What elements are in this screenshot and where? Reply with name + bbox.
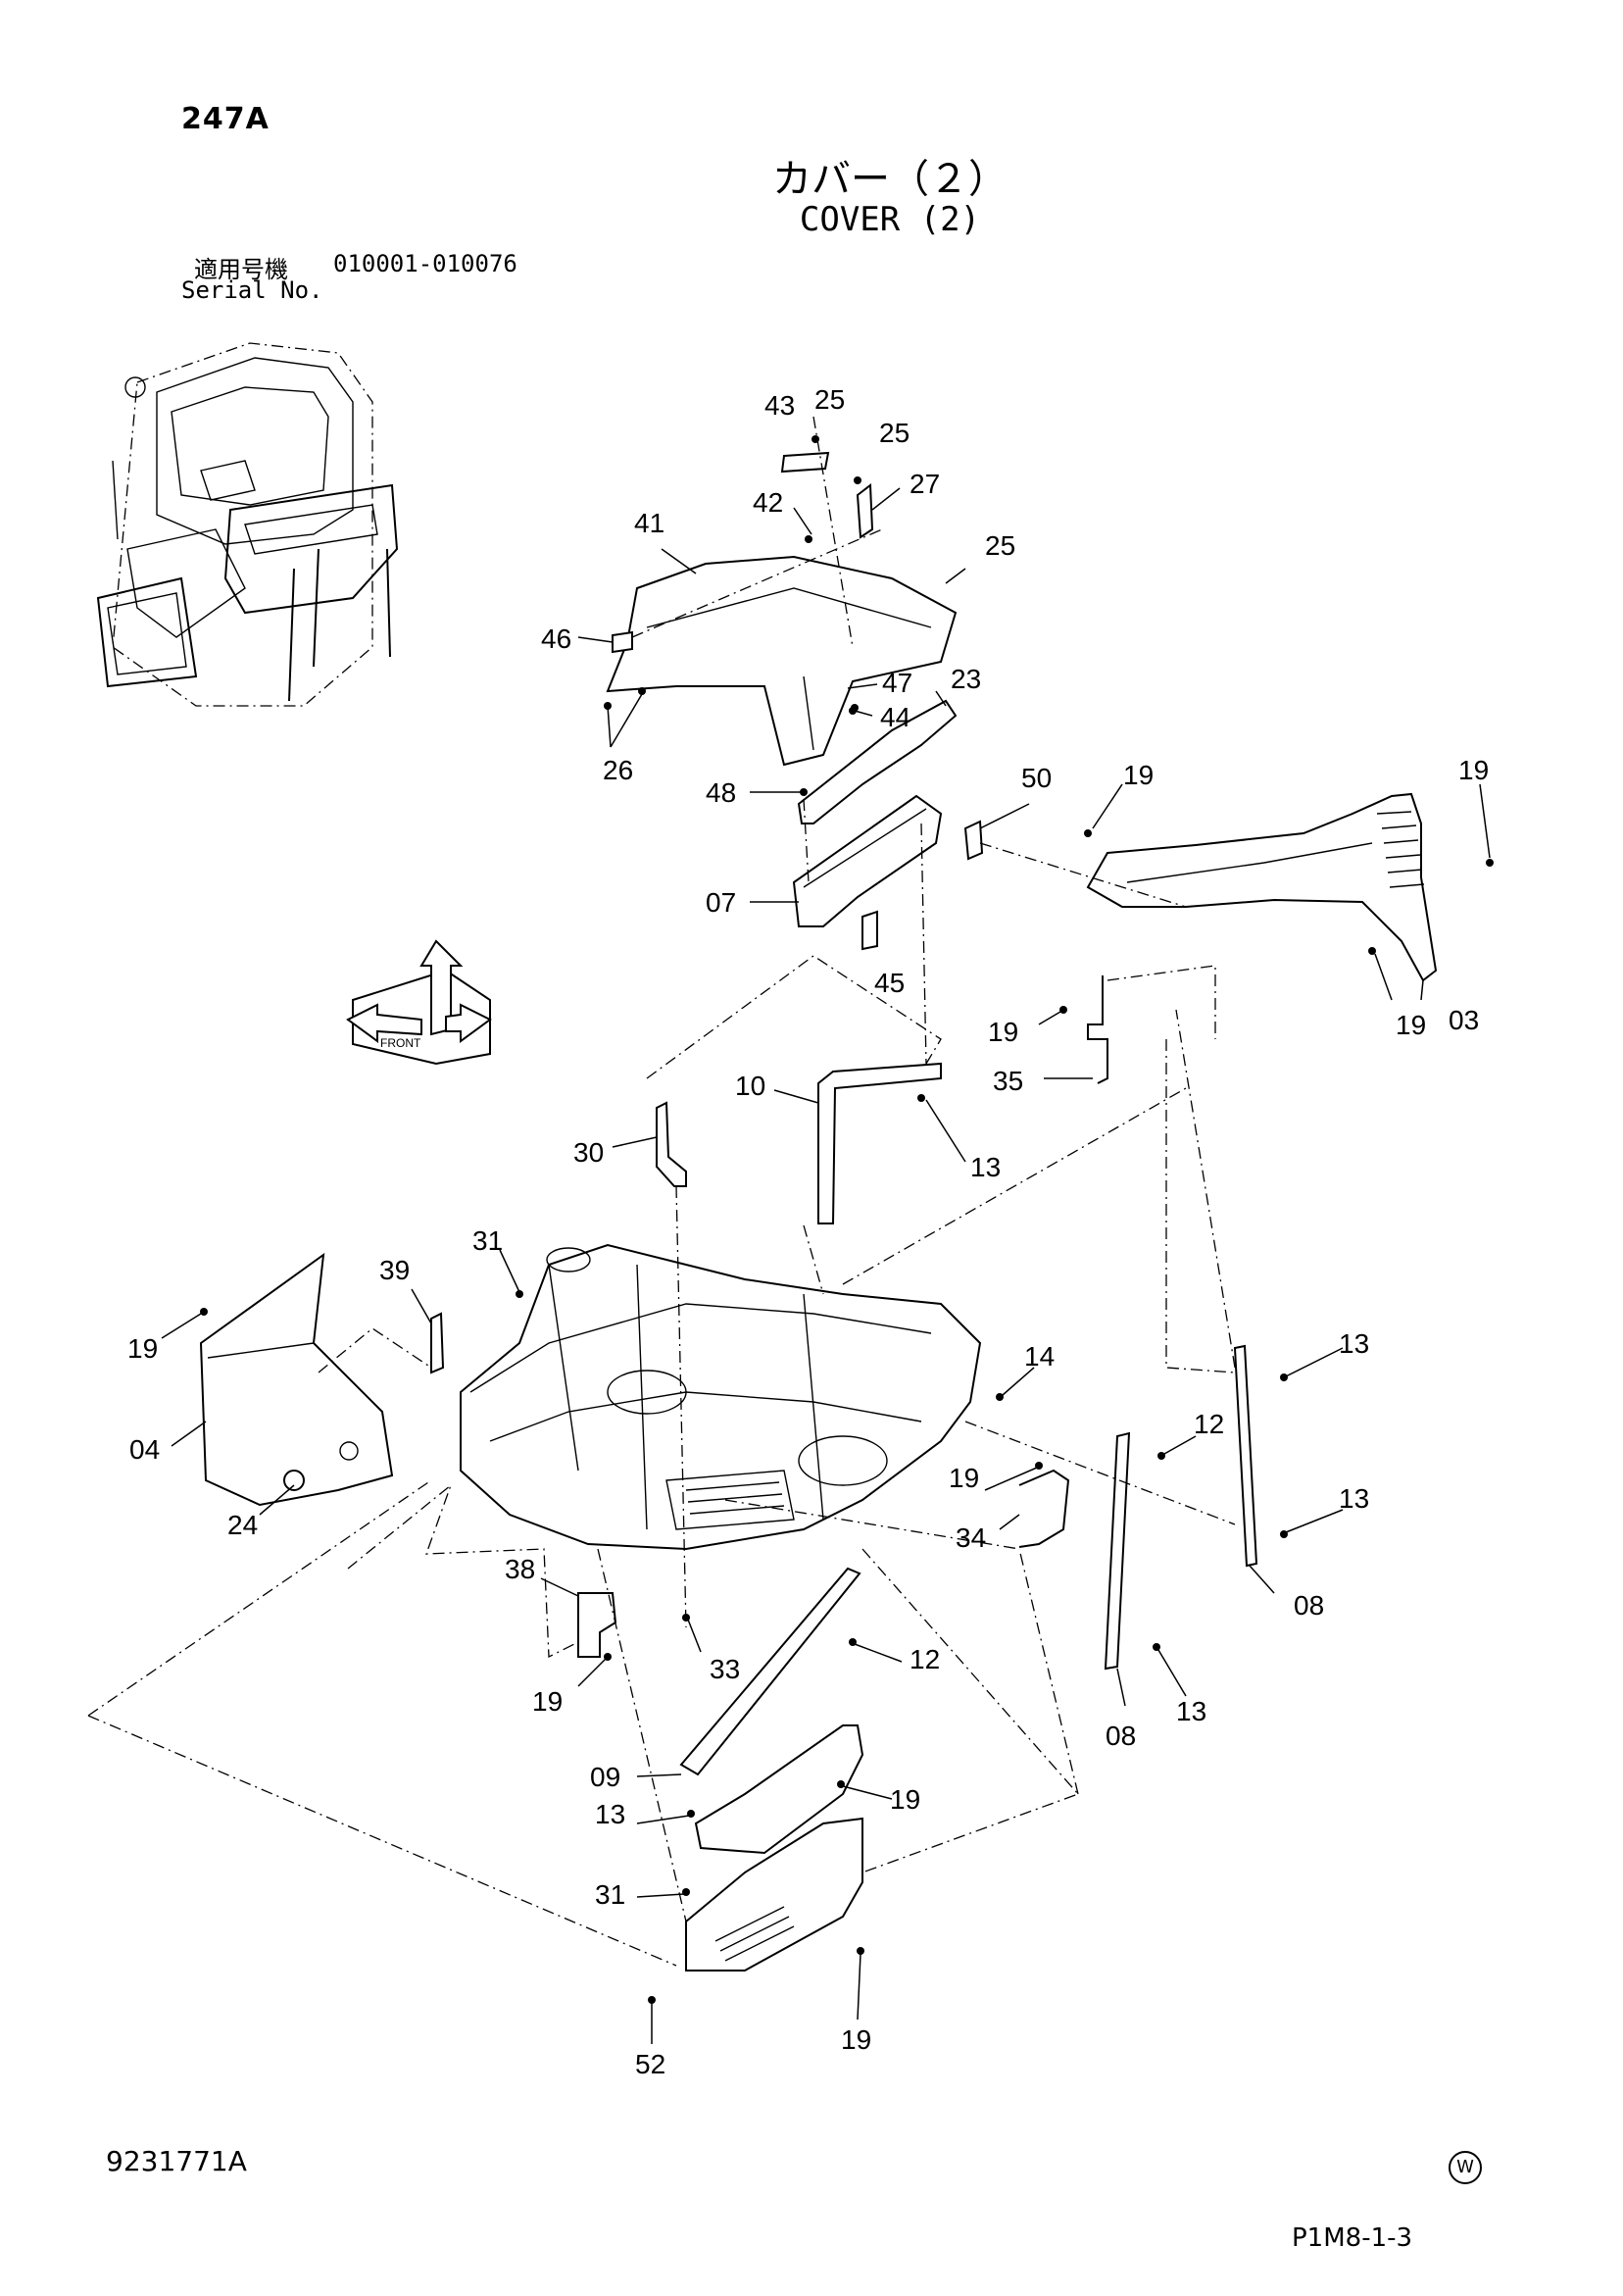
callout-39: 39 — [379, 1255, 410, 1285]
main-frame — [460, 1243, 982, 1551]
callout-19: 19 — [127, 1333, 158, 1364]
serial-label-jp: 適用号機 — [194, 256, 288, 283]
step-cover-assembly — [685, 1724, 864, 1972]
callout-08: 08 — [1106, 1721, 1136, 1751]
document-number: 9231771A — [106, 2145, 247, 2177]
callout-30: 30 — [573, 1137, 604, 1168]
callout-26: 26 — [603, 755, 633, 785]
page-title-jp: カバー（２） — [772, 157, 1008, 202]
callout-19: 19 — [890, 1784, 920, 1815]
callout-19: 19 — [1123, 760, 1154, 790]
callout-09: 09 — [590, 1762, 620, 1792]
callout-19: 19 — [988, 1017, 1018, 1047]
callout-48: 48 — [706, 777, 736, 808]
part-24-grommet — [283, 1470, 305, 1491]
part-43-plate — [780, 451, 830, 474]
callout-14: 14 — [1024, 1341, 1055, 1372]
front-label: FRONT — [380, 1036, 421, 1050]
callout-31: 31 — [595, 1879, 625, 1910]
callout-19: 19 — [532, 1686, 563, 1717]
callout-41: 41 — [634, 508, 664, 538]
callout-43: 43 — [764, 390, 795, 421]
callout-45: 45 — [874, 968, 905, 998]
serial-range: 010001-010076 — [333, 250, 517, 277]
callout-07: 07 — [706, 887, 736, 918]
callout-13: 13 — [595, 1799, 625, 1829]
callout-35: 35 — [993, 1066, 1023, 1096]
callout-31: 31 — [472, 1225, 503, 1256]
part-10-bar — [817, 1062, 942, 1224]
callout-13: 13 — [1176, 1696, 1206, 1726]
page-title-en: COVER (2) — [799, 200, 981, 239]
part-50-plate — [963, 820, 984, 861]
assembly-lines — [87, 416, 1236, 1967]
page-reference: P1M8-1-3 — [1292, 2223, 1413, 2253]
part-03-side-cover — [1086, 792, 1438, 982]
part-27-bracket — [856, 483, 874, 539]
serial-label-en: Serial No. — [181, 276, 323, 304]
callout-13: 13 — [1339, 1328, 1369, 1359]
callout-33: 33 — [710, 1654, 740, 1684]
part-09-bar — [679, 1567, 861, 1776]
leader-lines — [161, 487, 1491, 2044]
callout-10: 10 — [735, 1071, 765, 1101]
front-direction-symbol: FRONT — [346, 939, 492, 1066]
machine-overview-inset — [96, 342, 399, 707]
callout-19: 19 — [841, 2024, 871, 2055]
callout-19: 19 — [1396, 1010, 1426, 1040]
callout-19: 19 — [1458, 755, 1489, 785]
callout-50: 50 — [1021, 763, 1052, 793]
part-34-bracket — [1018, 1469, 1070, 1548]
part-30-bracket — [656, 1101, 687, 1187]
callout-12: 12 — [910, 1644, 940, 1674]
callout-03: 03 — [1449, 1005, 1479, 1035]
callout-47: 47 — [882, 668, 912, 698]
part-callouts: 43 25 25 27 42 41 25 46 47 44 23 26 48 5… — [127, 384, 1489, 2079]
part-07-bracket — [792, 794, 943, 951]
callout-46: 46 — [541, 624, 571, 654]
callout-13: 13 — [970, 1152, 1001, 1182]
callout-25: 25 — [879, 418, 910, 448]
callout-08: 08 — [1294, 1590, 1324, 1621]
part-08-rail-right — [1233, 1344, 1258, 1568]
callout-44: 44 — [880, 702, 910, 732]
callout-38: 38 — [505, 1554, 535, 1584]
page-id: 247A — [181, 102, 270, 136]
callout-27: 27 — [910, 469, 940, 499]
callout-19: 19 — [949, 1463, 979, 1493]
callout-04: 04 — [129, 1434, 160, 1465]
part-38-bracket — [577, 1592, 617, 1658]
callout-23: 23 — [951, 664, 981, 694]
callout-42: 42 — [753, 487, 783, 518]
part-08-rail-left — [1104, 1431, 1131, 1671]
maker-mark: W — [1449, 2151, 1482, 2184]
part-04-side-cover — [199, 1252, 394, 1507]
callout-13: 13 — [1339, 1483, 1369, 1514]
callout-12: 12 — [1194, 1409, 1224, 1439]
callout-25: 25 — [985, 530, 1015, 561]
callout-25: 25 — [814, 384, 845, 415]
callout-24: 24 — [227, 1510, 258, 1540]
callout-34: 34 — [956, 1522, 986, 1553]
part-35-bracket — [1087, 975, 1108, 1084]
callout-52: 52 — [635, 2049, 665, 2079]
part-39-bracket — [430, 1312, 445, 1374]
